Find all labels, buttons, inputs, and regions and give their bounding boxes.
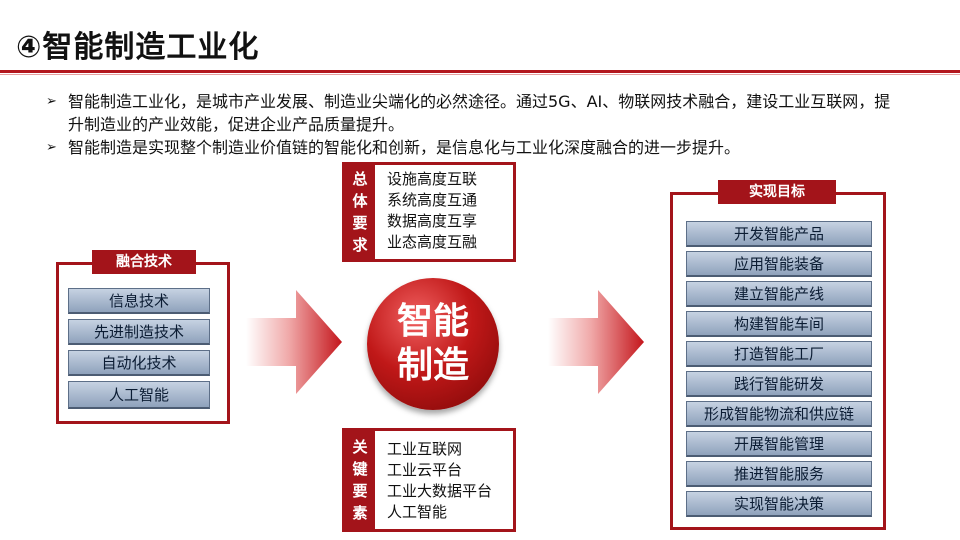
fusion-item: 信息技术 [68, 288, 210, 314]
goal-item: 实现智能决策 [686, 491, 872, 517]
title-divider-shadow [0, 74, 960, 75]
key-element-item: 人工智能 [387, 503, 448, 521]
goal-item: 推进智能服务 [686, 461, 872, 487]
title-divider [0, 70, 960, 73]
bullet-text: 智能制造是实现整个制造业价值链的智能化和创新，是信息化与工业化深度融合的进一步提… [68, 138, 741, 157]
goal-item: 构建智能车间 [686, 311, 872, 337]
fusion-item: 人工智能 [68, 381, 210, 409]
intro-bullets: ➢ 智能制造工业化，是城市产业发展、制造业尖端化的必然途径。通过5G、AI、物联… [46, 90, 906, 159]
goal-item: 打造智能工厂 [686, 341, 872, 367]
overall-requirements-list: 设施高度互联 系统高度互通 数据高度互享 业态高度互融 [387, 169, 477, 253]
key-element-item: 工业互联网 [387, 440, 463, 458]
goal-item: 践行智能研发 [686, 371, 872, 397]
requirement-item: 业态高度互融 [387, 233, 478, 251]
requirement-item: 设施高度互联 [387, 170, 478, 188]
fusion-item: 先进制造技术 [68, 319, 210, 345]
requirement-item: 数据高度互享 [387, 212, 478, 230]
goal-item: 开展智能管理 [686, 431, 872, 457]
overall-requirements-label: 总体要求 [345, 165, 375, 259]
bullet-arrow-icon: ➢ [46, 140, 57, 155]
goal-item: 建立智能产线 [686, 281, 872, 307]
requirement-item: 系统高度互通 [387, 191, 478, 209]
fusion-tech-title: 融合技术 [92, 250, 196, 274]
goal-item: 开发智能产品 [686, 221, 872, 247]
goal-item: 形成智能物流和供应链 [686, 401, 872, 427]
key-element-item: 工业云平台 [387, 461, 463, 479]
center-text-line: 制造 [396, 345, 469, 386]
goal-item: 应用智能装备 [686, 251, 872, 277]
smart-manufacturing-circle: 智能 制造 [367, 278, 499, 410]
goals-title: 实现目标 [718, 180, 836, 204]
key-elements-label: 关键要素 [345, 431, 375, 529]
flow-arrow-left-icon [246, 290, 342, 394]
bullet-arrow-icon: ➢ [46, 94, 57, 109]
bullet-item: ➢ 智能制造是实现整个制造业价值链的智能化和创新，是信息化与工业化深度融合的进一… [46, 136, 906, 159]
overall-requirements-box: 总体要求 设施高度互联 系统高度互通 数据高度互享 业态高度互融 [342, 162, 516, 262]
key-elements-box: 关键要素 工业互联网 工业云平台 工业大数据平台 人工智能 [342, 428, 516, 532]
flow-arrow-right-icon [548, 290, 644, 394]
bullet-item: ➢ 智能制造工业化，是城市产业发展、制造业尖端化的必然途径。通过5G、AI、物联… [46, 90, 906, 136]
page-title: ④智能制造工业化 [16, 30, 260, 65]
center-text-line: 智能 [396, 301, 469, 342]
key-element-item: 工业大数据平台 [387, 482, 493, 500]
fusion-item: 自动化技术 [68, 350, 210, 376]
bullet-text: 智能制造工业化，是城市产业发展、制造业尖端化的必然途径。通过5G、AI、物联网技… [68, 92, 891, 134]
key-elements-list: 工业互联网 工业云平台 工业大数据平台 人工智能 [387, 439, 492, 523]
